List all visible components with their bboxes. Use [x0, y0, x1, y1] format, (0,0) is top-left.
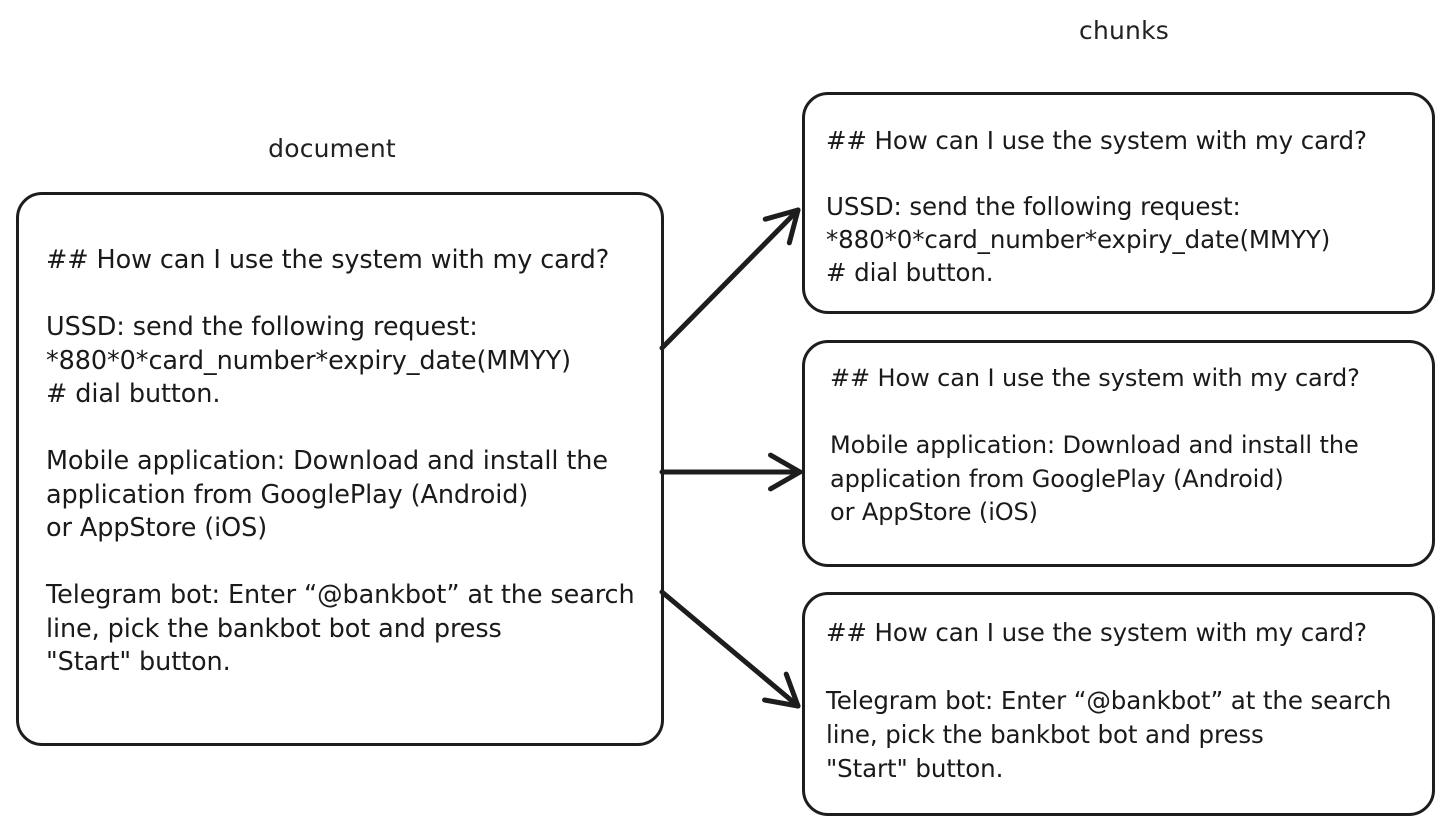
arrow-to-chunk-3-head	[762, 697, 801, 709]
arrow-to-chunk-1-head	[762, 207, 801, 222]
arrow-to-chunk-3-head	[783, 671, 801, 709]
arrow-to-chunk-2-head	[767, 452, 803, 475]
arrow-to-chunk-1-head	[786, 207, 801, 246]
column-label-chunks: chunks	[1079, 16, 1169, 45]
arrow-to-chunk-2-head	[767, 469, 803, 492]
chunk-text-3: ## How can I use the system with my card…	[826, 618, 1392, 783]
arrow-to-chunk-1-shaft	[659, 207, 801, 351]
chunk-box-2	[802, 340, 1435, 567]
document-box	[16, 192, 664, 746]
chunk-box-3	[802, 592, 1435, 816]
arrow-to-chunk-3-shaft	[659, 589, 801, 709]
chunk-box-1	[802, 92, 1435, 314]
chunk-text-2: ## How can I use the system with my card…	[830, 364, 1360, 526]
column-label-document: document	[268, 134, 396, 163]
chunk-text-1: ## How can I use the system with my card…	[826, 126, 1367, 287]
document-text: ## How can I use the system with my card…	[46, 245, 635, 677]
